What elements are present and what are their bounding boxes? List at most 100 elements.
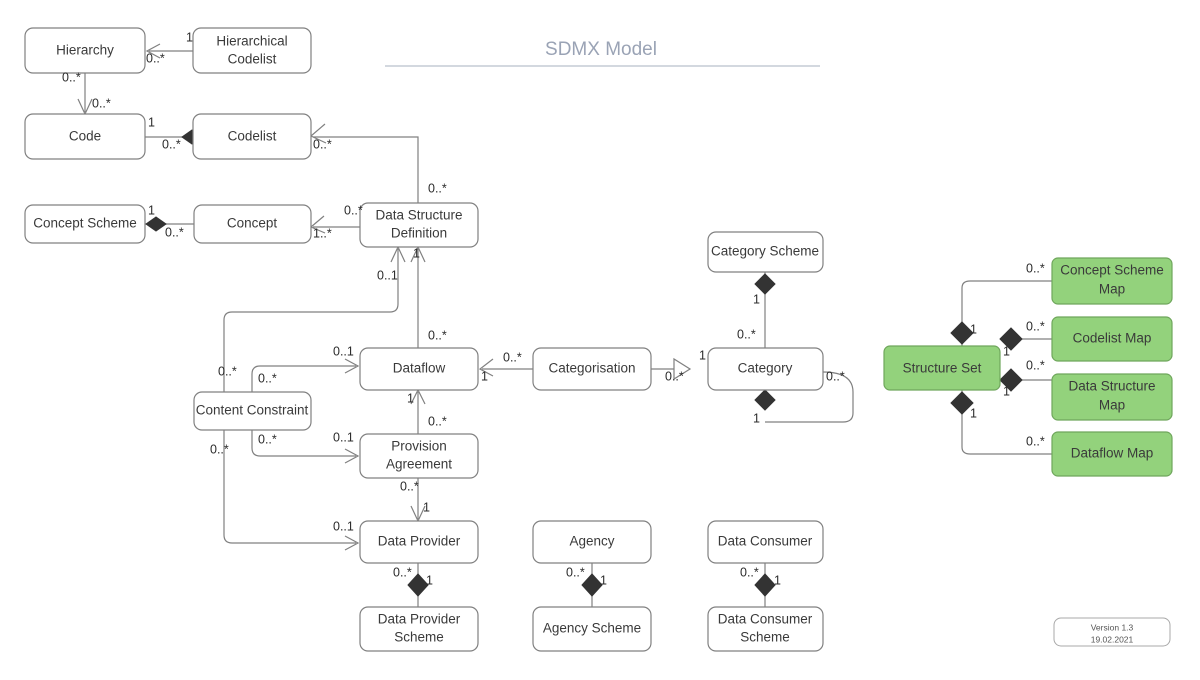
node-category-scheme-label: Category Scheme — [711, 244, 819, 259]
node-concept-box[interactable] — [193, 204, 312, 244]
nodes-layer: Hierarchy Hierarchical Codelist Code Cod… — [24, 27, 1173, 652]
mult-label: 0..* — [740, 565, 759, 579]
node-data-consumer-scheme-box[interactable] — [707, 606, 824, 652]
page-title: SDMX Model — [545, 39, 657, 60]
mult-label: 0..1 — [377, 268, 398, 282]
node-dataflow-map[interactable]: Dataflow Map — [1051, 431, 1173, 477]
edges-layer — [77, 43, 1052, 607]
node-provision-agreement[interactable]: Provision Agreement — [359, 433, 479, 479]
node-data-provider-box[interactable] — [359, 520, 479, 564]
node-data-structure-map-box[interactable] — [1051, 373, 1173, 421]
node-structure-set-box[interactable] — [883, 345, 1001, 391]
node-categorisation-box[interactable] — [532, 347, 652, 391]
mult-label: 0..* — [218, 364, 237, 378]
mult-label: 0..* — [428, 328, 447, 342]
node-concept-scheme-map[interactable]: Concept Scheme Map — [1051, 257, 1173, 305]
node-concept-scheme-map-box[interactable] — [1051, 257, 1173, 305]
node-concept[interactable]: Concept — [193, 204, 312, 244]
mult-label: 1 — [970, 322, 977, 336]
version-badge-line2: 19.02.2021 — [1091, 634, 1134, 644]
node-category-scheme[interactable]: Category Scheme — [707, 231, 824, 273]
edge-structure-set-dataflow-map — [961, 390, 1052, 455]
node-agency[interactable]: Agency — [532, 520, 652, 564]
node-codelist-box[interactable] — [192, 113, 312, 160]
node-category-box[interactable] — [707, 347, 824, 391]
mult-label: 1 — [774, 573, 781, 587]
node-codelist-label: Codelist — [228, 129, 277, 144]
node-content-constraint-box[interactable] — [193, 391, 312, 431]
node-code-box[interactable] — [24, 113, 146, 160]
node-data-structure-definition-box[interactable] — [359, 202, 479, 248]
node-provision-agreement-label-line1: Provision — [391, 439, 447, 454]
node-category-scheme-box[interactable] — [707, 231, 824, 273]
diamond-concept-scheme-owns-concept — [145, 216, 167, 232]
mult-label: 1 — [970, 406, 977, 420]
node-codelist[interactable]: Codelist — [192, 113, 312, 160]
node-codelist-map-box[interactable] — [1051, 316, 1173, 362]
node-agency-scheme[interactable]: Agency Scheme — [532, 606, 652, 652]
node-hierarchical-codelist-label-line1: Hierarchical — [216, 34, 287, 49]
node-hierarchy[interactable]: Hierarchy — [24, 27, 146, 74]
diamond-structure-set-data-structure-map — [999, 368, 1023, 392]
node-concept-scheme-box[interactable] — [24, 204, 146, 244]
node-concept-scheme-map-label-line2: Map — [1099, 282, 1125, 297]
mult-label: 0..* — [1026, 261, 1045, 275]
mult-label: 0..* — [258, 371, 277, 385]
node-hierarchical-codelist-box[interactable] — [192, 27, 312, 74]
triangle-category-from-categorisation — [673, 357, 692, 381]
edge-content-constraint-to-data-provider — [223, 430, 356, 544]
node-hierarchical-codelist[interactable]: Hierarchical Codelist — [192, 27, 312, 74]
node-dataflow-map-box[interactable] — [1051, 431, 1173, 477]
diamond-structure-set-codelist-map — [999, 327, 1023, 351]
node-concept-scheme[interactable]: Concept Scheme — [24, 204, 146, 244]
node-data-consumer[interactable]: Data Consumer — [707, 520, 824, 564]
diamond-category-self — [754, 389, 776, 411]
node-data-consumer-scheme[interactable]: Data Consumer Scheme — [707, 606, 824, 652]
node-hierarchical-codelist-label-line2: Codelist — [228, 52, 277, 67]
mult-label: 0..* — [258, 432, 277, 446]
node-code[interactable]: Code — [24, 113, 146, 160]
edge-dsd-to-codelist — [313, 136, 419, 203]
node-agency-label: Agency — [569, 534, 614, 549]
node-data-structure-definition-label-line1: Data Structure — [375, 208, 462, 223]
node-agency-scheme-box[interactable] — [532, 606, 652, 652]
node-data-structure-map[interactable]: Data Structure Map — [1051, 373, 1173, 421]
node-data-structure-map-label-line2: Map — [1099, 398, 1125, 413]
mult-label: 0..1 — [333, 430, 354, 444]
node-data-provider-label: Data Provider — [378, 534, 461, 549]
mult-label: 1..* — [313, 226, 332, 240]
node-provision-agreement-box[interactable] — [359, 433, 479, 479]
node-category[interactable]: Category — [707, 347, 824, 391]
node-data-consumer-scheme-label-line2: Scheme — [740, 630, 790, 645]
node-hierarchy-box[interactable] — [24, 27, 146, 74]
mult-label: 0..* — [503, 350, 522, 364]
node-categorisation-label: Categorisation — [548, 361, 635, 376]
mult-label: 1 — [148, 115, 155, 129]
mult-label: 1 — [413, 246, 420, 260]
node-data-consumer-box[interactable] — [707, 520, 824, 564]
node-agency-box[interactable] — [532, 520, 652, 564]
node-data-provider-scheme-box[interactable] — [359, 606, 479, 652]
node-data-provider[interactable]: Data Provider — [359, 520, 479, 564]
node-code-label: Code — [69, 129, 101, 144]
mult-label: 0..* — [826, 369, 845, 383]
node-hierarchy-label: Hierarchy — [56, 43, 114, 58]
arrowhead-provision-agreement-from-content-constraint — [344, 448, 360, 464]
node-content-constraint[interactable]: Content Constraint — [193, 391, 312, 431]
edge-content-constraint-to-provision-agreement — [251, 430, 356, 457]
node-codelist-map[interactable]: Codelist Map — [1051, 316, 1173, 362]
mult-label: 0..* — [665, 369, 684, 383]
mult-label: 1 — [426, 573, 433, 587]
node-data-provider-scheme[interactable]: Data Provider Scheme — [359, 606, 479, 652]
version-badge: Version 1.3 19.02.2021 — [1053, 617, 1171, 647]
node-categorisation[interactable]: Categorisation — [532, 347, 652, 391]
node-structure-set[interactable]: Structure Set — [883, 345, 1001, 391]
edge-structure-set-concept-scheme-map — [961, 280, 1052, 346]
node-category-label: Category — [738, 361, 793, 376]
node-data-structure-definition[interactable]: Data Structure Definition — [359, 202, 479, 248]
node-dataflow[interactable]: Dataflow — [359, 347, 479, 391]
arrowhead-dataflow-from-content-constraint — [344, 358, 360, 374]
node-dataflow-box[interactable] — [359, 347, 479, 391]
mult-label: 1 — [753, 411, 760, 425]
